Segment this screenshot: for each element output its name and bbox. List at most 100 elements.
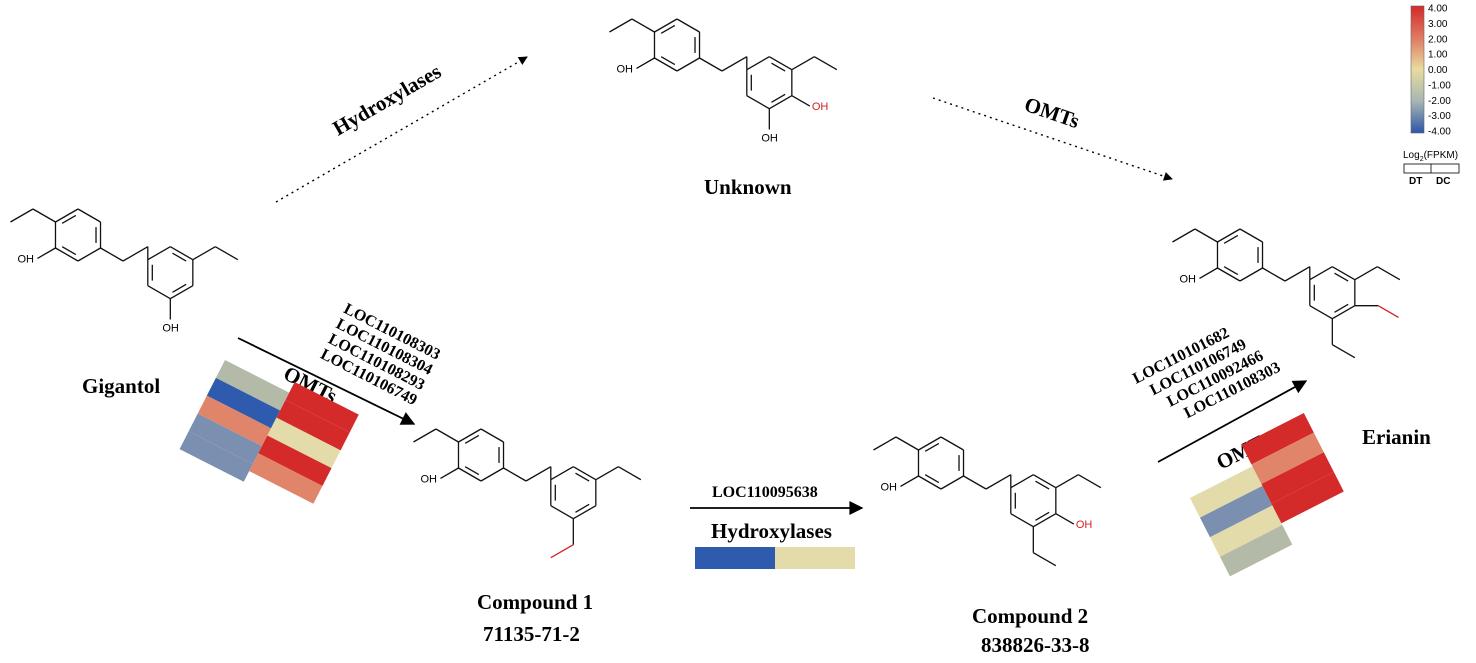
gene-label: LOC110095638 [712, 484, 818, 501]
hydroxyl-label: OH [812, 101, 829, 113]
legend-tick: 1.00 [1428, 50, 1448, 61]
bond [900, 476, 918, 486]
legend-tick: 2.00 [1428, 34, 1448, 45]
bond [896, 437, 919, 450]
bond [986, 475, 1011, 489]
hydroxyl-label: OH [880, 481, 897, 493]
bond [1285, 267, 1310, 281]
bond [1332, 345, 1355, 358]
compound2-label: Compound 2 [972, 604, 1088, 628]
legend-tick-labels: 4.00 3.00 2.00 1.00 0.00 -1.00 -2.00 -3.00 -4.00 [1428, 4, 1451, 138]
bond [873, 437, 896, 450]
bond [1056, 514, 1074, 524]
bond [1240, 268, 1263, 281]
bond [551, 545, 574, 558]
bond [10, 209, 33, 222]
bond [1240, 229, 1263, 242]
erianin-label: Erianin [1362, 425, 1431, 449]
bond [215, 247, 238, 260]
bond [636, 58, 654, 68]
color-legend: 4.00 3.00 2.00 1.00 0.00 -1.00 -2.00 -3.00 -4.00… [1403, 4, 1459, 188]
legend-tick: -1.00 [1428, 80, 1451, 91]
legend-col-dt: DT [1409, 176, 1422, 187]
bond [1310, 267, 1333, 280]
bond [551, 506, 574, 519]
bond [526, 467, 551, 481]
bond [413, 429, 436, 442]
legend-tick: -4.00 [1428, 127, 1451, 138]
bond [1199, 268, 1217, 278]
bond [551, 467, 574, 480]
bond [101, 248, 124, 261]
bond [722, 57, 747, 71]
bond [33, 209, 56, 222]
compound2-structure: OH OH [873, 437, 1100, 566]
bond [618, 467, 641, 480]
bond [440, 468, 458, 478]
hydroxyl-label: OH [162, 323, 179, 335]
bond [1377, 267, 1400, 280]
bond [148, 286, 171, 299]
bond [964, 476, 987, 489]
hydroxyl-label: OH [420, 473, 437, 485]
compound2-cas: 838826-33-8 [981, 633, 1090, 657]
bond [792, 96, 810, 106]
bond [596, 467, 619, 480]
bond [1011, 475, 1034, 488]
bond [1355, 267, 1378, 280]
compound1-cas: 71135-71-2 [483, 622, 580, 646]
compound1-structure: OH [413, 429, 640, 558]
hydroxyl-label: OH [17, 253, 34, 265]
bond [677, 58, 700, 71]
bond [632, 19, 655, 32]
legend-tick: -3.00 [1428, 111, 1451, 122]
bond [1263, 268, 1286, 281]
bond [792, 57, 815, 70]
bond [1378, 306, 1398, 318]
omts-step1-heatmap [180, 349, 359, 514]
bond [1011, 514, 1034, 527]
bond [1056, 475, 1079, 488]
bond [1310, 306, 1333, 319]
unknown-label: Unknown [704, 175, 792, 199]
heatmap-cell [775, 547, 855, 569]
legend-tick: 3.00 [1428, 19, 1448, 30]
bond [677, 19, 700, 32]
legend-tick: 0.00 [1428, 65, 1448, 76]
bond [814, 57, 837, 70]
compound1-label: Compound 1 [477, 590, 593, 614]
bond [78, 209, 101, 222]
legend-column-box [1404, 164, 1459, 173]
bond [123, 247, 148, 261]
bond [1195, 229, 1218, 242]
hydroxyl-label: OH [616, 63, 633, 75]
bond [481, 468, 504, 481]
legend-col-dc: DC [1436, 176, 1450, 187]
bond [481, 429, 504, 442]
gigantol-structure: OH OH [10, 209, 237, 335]
bond [941, 437, 964, 450]
hydroxylase-step2-heatmap [695, 547, 855, 569]
bond [148, 247, 171, 260]
legend-title: Log2(FPKM) [1403, 150, 1458, 163]
bond [609, 19, 632, 32]
bond [941, 476, 964, 489]
bond [78, 248, 101, 261]
legend-tick: -2.00 [1428, 96, 1451, 107]
hydroxylase-step2-label: Hydroxylases [711, 519, 832, 543]
bond [747, 96, 770, 109]
omts-step3-heatmap [1179, 413, 1355, 576]
hydroxyl-label: OH [1076, 519, 1093, 531]
legend-tick: 4.00 [1428, 4, 1448, 15]
bond [747, 57, 770, 70]
bond [37, 248, 55, 258]
bond [193, 247, 216, 260]
bond [1172, 229, 1195, 242]
omts-step3-gene-list: LOC110101682 LOC110106749 LOC110092466 L… [1130, 311, 1283, 436]
gigantol-label: Gigantol [82, 374, 160, 398]
hydroxylases-top-label: Hydroxylases [329, 59, 446, 140]
bond [1033, 553, 1056, 566]
legend-colorbar [1411, 6, 1424, 133]
